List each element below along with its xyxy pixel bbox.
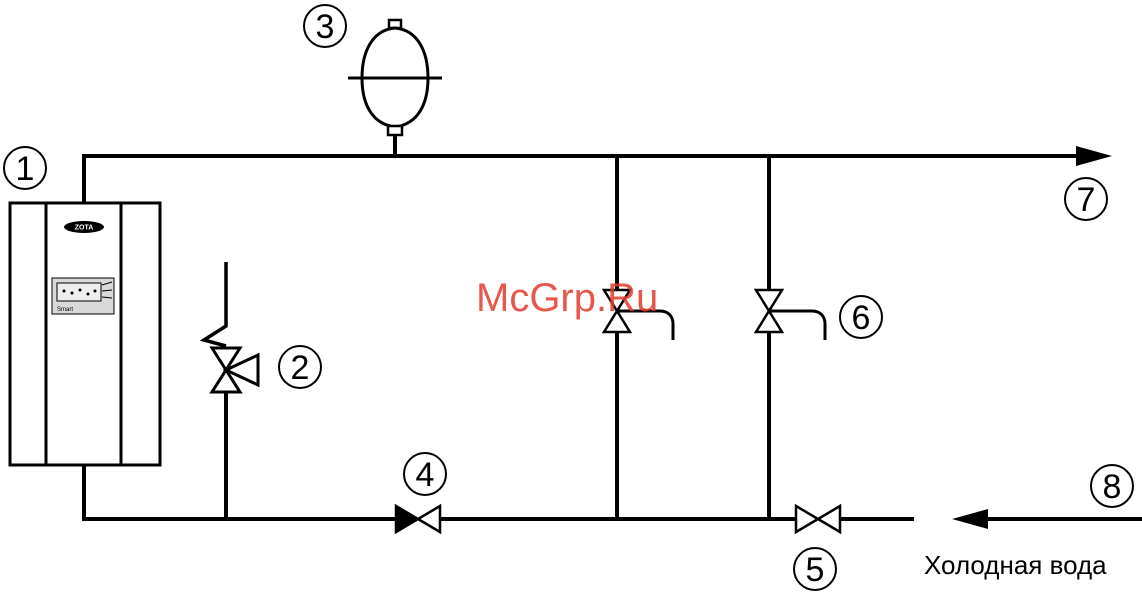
expansion-tank (348, 20, 442, 135)
callout-8: 8 (1091, 465, 1133, 507)
bypass-valve-2 (756, 290, 825, 340)
electric-boiler: ZOTA Smart (10, 203, 160, 465)
callout-5: 5 (794, 548, 836, 590)
boiler-panel-text: Smart (57, 307, 73, 313)
callout-4: 4 (404, 453, 446, 495)
callout-1: 1 (4, 147, 46, 189)
callout-1-text: 1 (16, 150, 35, 188)
callout-7: 7 (1065, 178, 1107, 220)
shutoff-valve-inlet (796, 506, 840, 532)
callout-3-text: 3 (316, 8, 335, 46)
callout-2: 2 (279, 346, 321, 388)
boiler-brand: ZOTA (75, 225, 94, 232)
watermark: McGrp.Ru (476, 276, 658, 320)
callout-4-text: 4 (416, 456, 435, 494)
callout-6-text: 6 (852, 299, 871, 337)
cold-water-arrow (952, 509, 988, 529)
cold-water-caption: Холодная вода (924, 550, 1107, 580)
supply-arrow (1076, 146, 1112, 166)
safety-valve (204, 262, 258, 392)
callout-5-text: 5 (806, 551, 825, 589)
callout-7-text: 7 (1077, 181, 1096, 219)
check-valve (396, 506, 440, 532)
callout-8-text: 8 (1103, 468, 1122, 506)
callout-3: 3 (304, 5, 346, 47)
callout-2-text: 2 (291, 349, 310, 387)
callout-6: 6 (840, 296, 882, 338)
